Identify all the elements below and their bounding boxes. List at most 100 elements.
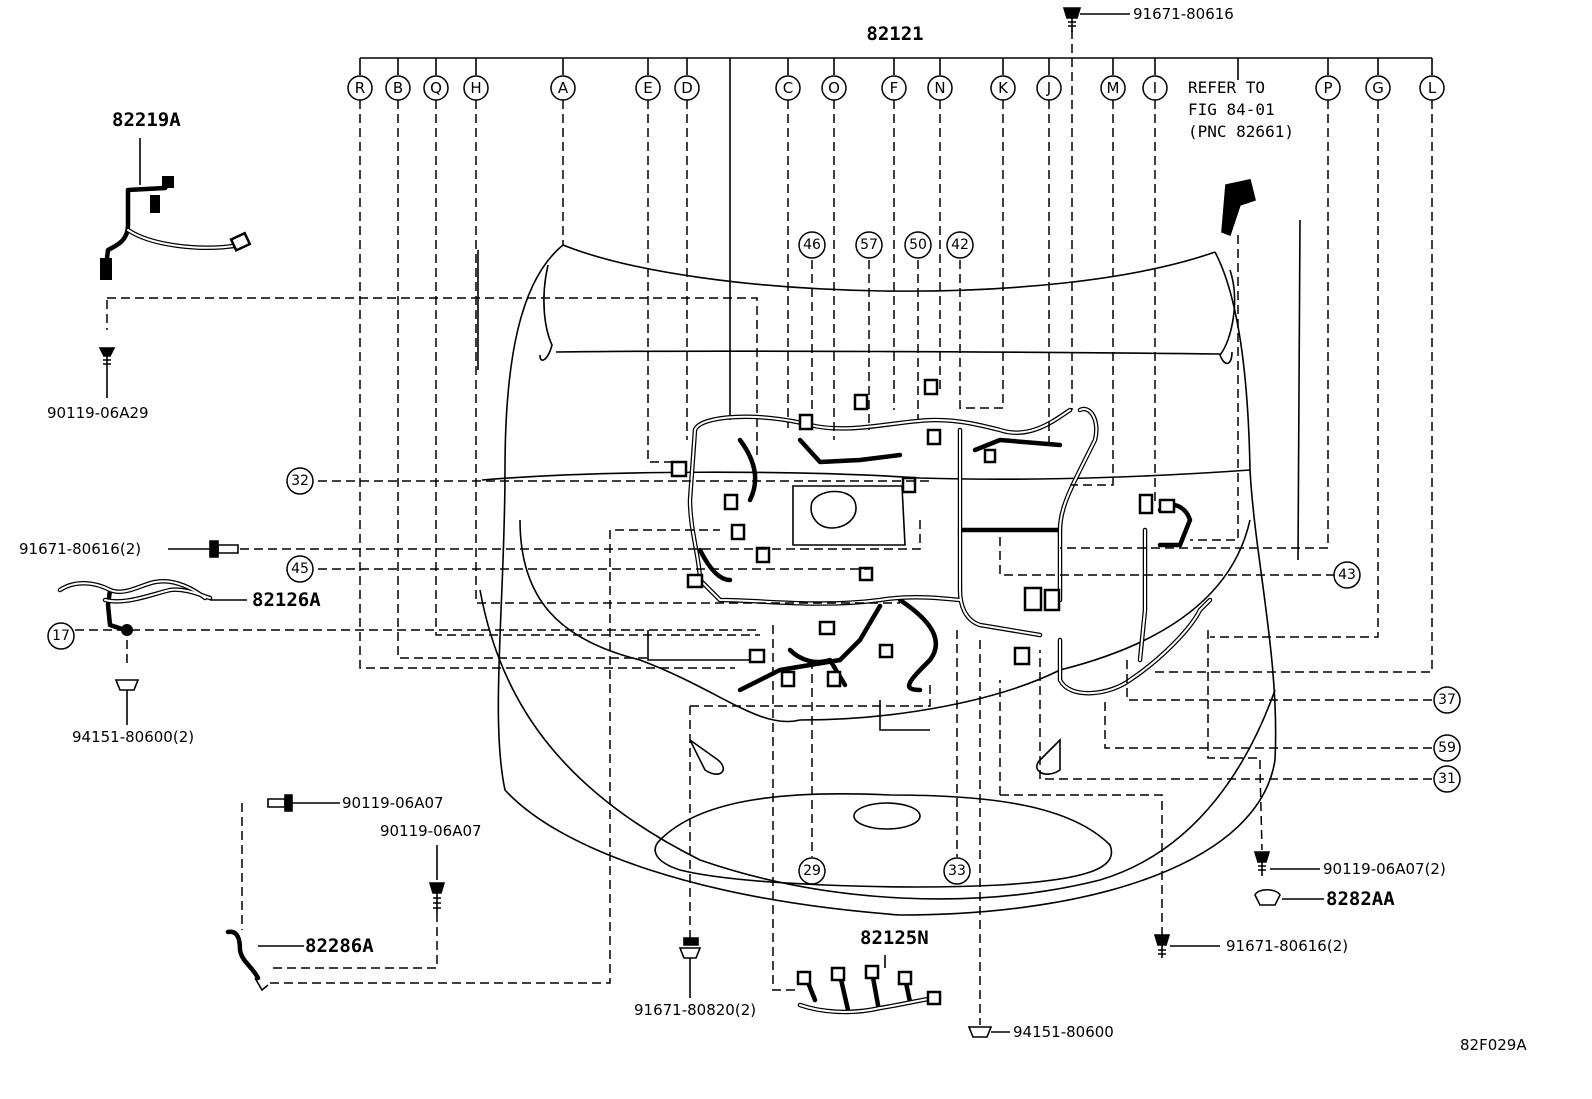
connector-letter-E: E xyxy=(635,75,661,101)
harness-connector xyxy=(853,393,869,411)
label-90119-06A07-second: 90119-06A07 xyxy=(380,822,482,840)
harness-connector xyxy=(878,643,894,659)
harness-connector xyxy=(780,670,796,688)
svg-text:42: 42 xyxy=(951,237,969,253)
harness-connector xyxy=(748,648,766,664)
connector-letter-H: H xyxy=(463,75,489,101)
callout-32: 32 xyxy=(286,467,314,495)
harness-connector xyxy=(1043,588,1061,612)
main-harness xyxy=(670,378,1213,696)
connector-letter-P: P xyxy=(1315,75,1341,101)
label-94151-80600-bottom: 94151-80600 xyxy=(1013,1023,1114,1041)
callout-31: 31 xyxy=(1433,765,1461,793)
harness-connector xyxy=(755,546,771,564)
svg-text:L: L xyxy=(1428,79,1437,97)
harness-connector xyxy=(670,460,688,478)
connector-letter-R: R xyxy=(347,75,373,101)
part-82126A: 82126A xyxy=(57,578,321,636)
callout-33: 33 xyxy=(943,857,971,885)
callout-46: 46 xyxy=(798,231,826,259)
connector-letter-Q: Q xyxy=(423,75,449,101)
connector-letter-A: A xyxy=(550,75,576,101)
harness-connector xyxy=(1023,586,1043,612)
refer-note: REFER TO FIG 84-01 (PNC 82661) xyxy=(1188,78,1294,237)
callout-59: 59 xyxy=(1433,734,1461,762)
part-label-82125N: 82125N xyxy=(860,927,929,949)
bolt-91671-80616-top: 91671-80616 xyxy=(1062,5,1234,32)
label-90119-06A07-first: 90119-06A07 xyxy=(342,794,444,812)
svg-text:50: 50 xyxy=(909,237,927,253)
svg-text:45: 45 xyxy=(291,561,309,577)
main-assembly-label: 82121 xyxy=(866,23,923,45)
bolt-91671-80616-left: 91671-80616(2) xyxy=(19,540,239,558)
bolt-91671-80820: 91671-80820(2) xyxy=(634,937,756,1019)
connector-letter-K: K xyxy=(990,75,1016,101)
bolt-90119-06A07-right: 90119-06A07(2) xyxy=(1253,851,1446,878)
connector-letter-C: C xyxy=(775,75,801,101)
callout-37: 37 xyxy=(1433,686,1461,714)
harness-connector xyxy=(1138,493,1154,515)
label-91671-80616-2-left: 91671-80616(2) xyxy=(19,540,141,558)
part-label-82219A: 82219A xyxy=(112,109,181,131)
part-82286A: 82286A xyxy=(225,929,374,992)
connector-letter-M: M xyxy=(1100,75,1126,101)
part-label-82126A: 82126A xyxy=(252,589,321,611)
svg-text:29: 29 xyxy=(803,863,821,879)
connector-letter-F: F xyxy=(881,75,907,101)
main-assembly-bracket: 82121 xyxy=(359,23,1433,420)
harness-connector xyxy=(686,573,704,589)
bolt-91671-80616-right: 91671-80616(2) xyxy=(1153,934,1348,958)
harness-connector xyxy=(1013,646,1031,666)
svg-text:E: E xyxy=(643,79,652,97)
svg-text:H: H xyxy=(470,79,481,97)
connector-letter-L: L xyxy=(1419,75,1445,101)
label-91671-80820-2: 91671-80820(2) xyxy=(634,1001,756,1019)
harness-connector xyxy=(923,378,939,396)
refer-note-line-1: REFER TO xyxy=(1188,78,1265,97)
figure-code: 82F029A xyxy=(1460,1036,1527,1054)
svg-text:G: G xyxy=(1372,79,1384,97)
harness-connector xyxy=(983,448,997,464)
svg-text:K: K xyxy=(998,79,1009,97)
part-8282AA: 8282AA xyxy=(1254,888,1395,910)
harness-connector xyxy=(858,566,874,582)
vehicle-outline xyxy=(477,219,1301,916)
svg-text:37: 37 xyxy=(1438,692,1456,708)
svg-text:43: 43 xyxy=(1338,567,1356,583)
svg-text:57: 57 xyxy=(860,237,878,253)
svg-text:17: 17 xyxy=(52,628,70,644)
svg-text:O: O xyxy=(828,79,840,97)
top-callouts: 46 57 50 42 xyxy=(798,231,974,259)
connector-letter-O: O xyxy=(821,75,847,101)
connector-letter-I: I xyxy=(1142,75,1168,101)
harness-connector xyxy=(798,413,814,431)
svg-text:32: 32 xyxy=(291,473,309,489)
bolt-90119-06A07-first: 90119-06A07 xyxy=(267,794,444,812)
harness-connector xyxy=(818,620,836,636)
bolt-90119-06A07-second: 90119-06A07 xyxy=(380,822,482,913)
callout-45: 45 xyxy=(286,555,314,583)
svg-text:A: A xyxy=(558,79,569,97)
svg-text:Q: Q xyxy=(430,79,442,97)
svg-text:46: 46 xyxy=(803,237,821,253)
svg-text:D: D xyxy=(681,79,693,97)
connector-letter-B: B xyxy=(385,75,411,101)
harness-connector xyxy=(901,476,917,494)
harness-connector xyxy=(1158,498,1176,514)
connector-letter-J: J xyxy=(1036,75,1062,101)
harness-connector xyxy=(730,523,746,541)
svg-text:J: J xyxy=(1046,79,1051,97)
label-91671-80616-2-right: 91671-80616(2) xyxy=(1226,937,1348,955)
nut-94151-80600-bottom: 94151-80600 xyxy=(967,1023,1114,1041)
svg-text:B: B xyxy=(393,79,403,97)
label-91671-80616-top: 91671-80616 xyxy=(1133,5,1234,23)
connector-letter-N: N xyxy=(927,75,953,101)
callout-42: 42 xyxy=(946,231,974,259)
callout-43: 43 xyxy=(1333,561,1361,589)
part-82219A: 82219A xyxy=(100,109,252,280)
label-90119-06A29: 90119-06A29 xyxy=(47,404,149,422)
part-label-8282AA: 8282AA xyxy=(1326,888,1395,910)
label-94151-80600-2-left: 94151-80600(2) xyxy=(72,728,194,746)
refer-note-line-3: (PNC 82661) xyxy=(1188,122,1294,141)
